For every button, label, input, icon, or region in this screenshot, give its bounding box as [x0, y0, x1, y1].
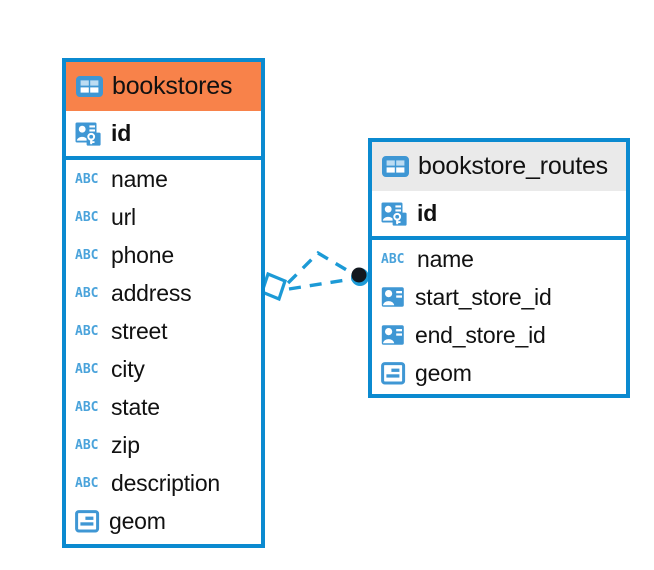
column-label-zip: zip	[111, 431, 140, 458]
abc-text-icon: ABC	[75, 361, 99, 377]
primary-key-icon	[381, 202, 408, 226]
column-label-start-store-id: start_store_id	[415, 283, 552, 310]
entity-header-bookstores[interactable]: bookstores	[66, 62, 261, 111]
column-row-name[interactable]: ABC name	[66, 160, 261, 198]
column-row-description[interactable]: ABC description	[66, 464, 261, 502]
entity-title-bookstores: bookstores	[112, 72, 233, 100]
primary-key-icon	[75, 122, 102, 146]
column-label-phone: phone	[111, 241, 174, 268]
column-label-street: street	[111, 317, 168, 344]
column-row-phone[interactable]: ABC phone	[66, 236, 261, 274]
column-label-name: name	[417, 245, 474, 272]
column-label-address: address	[111, 279, 192, 306]
column-row-id[interactable]: id	[372, 191, 626, 236]
relationship-diamond-marker	[260, 271, 287, 302]
primary-key-divider	[372, 236, 626, 240]
column-row-state[interactable]: ABC state	[66, 388, 261, 426]
column-row-start-store-id[interactable]: start_store_id	[372, 278, 626, 316]
column-row-name[interactable]: ABC name	[372, 240, 626, 278]
abc-text-icon: ABC	[75, 171, 99, 187]
column-row-zip[interactable]: ABC zip	[66, 426, 261, 464]
abc-text-icon: ABC	[75, 209, 99, 225]
entity-bookstores[interactable]: bookstores id	[62, 58, 265, 548]
column-row-geom[interactable]: geom	[372, 354, 626, 392]
column-label-description: description	[111, 469, 221, 496]
entity-title-bookstore-routes: bookstore_routes	[418, 152, 608, 180]
relationship-circle-ring	[351, 268, 369, 286]
column-row-end-store-id[interactable]: end_store_id	[372, 316, 626, 354]
abc-text-icon: ABC	[75, 323, 99, 339]
table-icon	[76, 76, 103, 97]
column-label-end-store-id: end_store_id	[415, 321, 546, 348]
column-label-name: name	[111, 165, 168, 192]
column-label-geom: geom	[109, 507, 166, 534]
column-row-geom[interactable]: geom	[66, 502, 261, 540]
column-row-street[interactable]: ABC street	[66, 312, 261, 350]
column-label-state: state	[111, 393, 160, 420]
abc-text-icon: ABC	[75, 399, 99, 415]
geometry-icon	[75, 509, 100, 533]
column-label-url: url	[111, 203, 136, 230]
foreign-key-icon	[381, 324, 406, 346]
abc-text-icon: ABC	[75, 475, 99, 491]
abc-text-icon: ABC	[75, 285, 99, 301]
abc-text-icon: ABC	[75, 437, 99, 453]
foreign-key-icon	[381, 286, 406, 308]
column-row-id[interactable]: id	[66, 111, 261, 156]
relationship-line-lower	[288, 277, 353, 291]
column-row-city[interactable]: ABC city	[66, 350, 261, 388]
column-label-id: id	[417, 200, 438, 226]
relationship-line-upper	[286, 250, 356, 285]
abc-text-icon: ABC	[75, 247, 99, 263]
column-label-geom: geom	[415, 359, 472, 386]
entity-header-bookstore-routes[interactable]: bookstore_routes	[372, 142, 626, 191]
column-row-address[interactable]: ABC address	[66, 274, 261, 312]
column-row-url[interactable]: ABC url	[66, 198, 261, 236]
abc-text-icon: ABC	[381, 251, 405, 267]
column-label-id: id	[111, 120, 132, 146]
column-label-city: city	[111, 355, 145, 382]
primary-key-divider	[66, 156, 261, 160]
relationship-circle-marker	[351, 267, 367, 283]
geometry-icon	[381, 361, 406, 385]
table-icon	[382, 156, 409, 177]
entity-bookstore-routes[interactable]: bookstore_routes id	[368, 138, 630, 398]
